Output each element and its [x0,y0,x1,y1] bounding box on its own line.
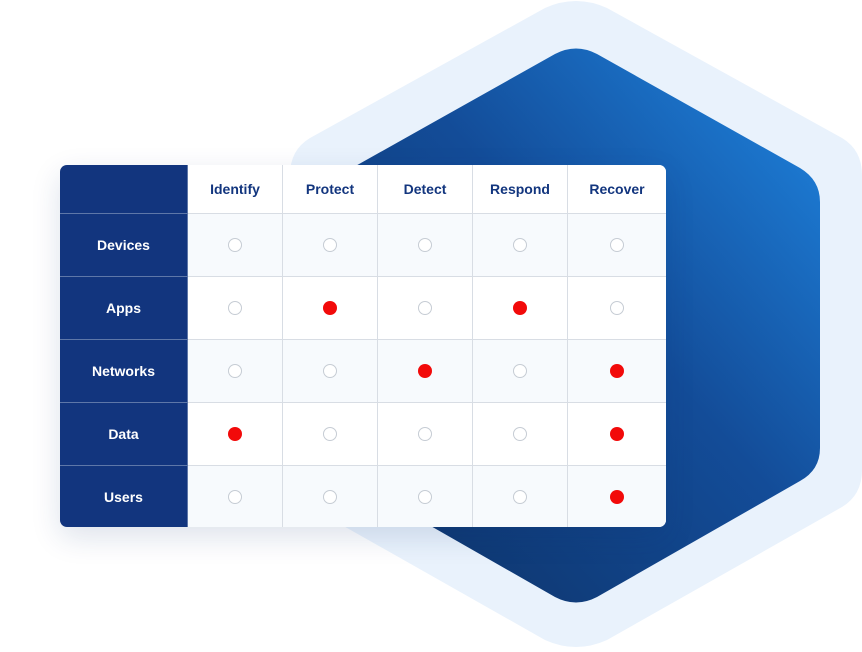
matrix-cell [378,277,473,340]
status-dot-empty [418,489,432,504]
status-dot-empty [418,427,432,441]
matrix-cell [568,466,666,527]
matrix-cell [473,466,568,527]
column-header-recover: Recover [568,165,666,214]
matrix-cell [188,403,283,466]
status-dot-empty [513,238,527,252]
matrix-cell [188,277,283,340]
matrix-cell [568,340,666,403]
matrix-cell [568,403,666,466]
row-header-devices: Devices [60,214,188,277]
status-dot-empty [323,238,337,252]
column-header-respond: Respond [473,165,568,214]
matrix-cell [568,214,666,277]
row-header-users: Users [60,466,188,527]
status-dot-empty [228,489,242,504]
status-dot-marked [610,489,624,504]
status-dot-empty [323,489,337,504]
matrix-cell [188,214,283,277]
matrix-cell [378,214,473,277]
matrix-cell [473,277,568,340]
status-dot-empty [610,238,624,252]
matrix-cell [283,466,378,527]
status-dot-marked [610,427,624,441]
row-header-apps: Apps [60,277,188,340]
status-dot-marked [610,364,624,378]
matrix-cell [473,214,568,277]
matrix-cell [473,403,568,466]
status-dot-marked [323,301,337,315]
row-header-data: Data [60,403,188,466]
status-dot-empty [228,364,242,378]
matrix-cell [378,403,473,466]
status-dot-empty [513,427,527,441]
status-dot-empty [513,364,527,378]
status-dot-marked [418,364,432,378]
status-dot-empty [610,301,624,315]
status-dot-marked [228,427,242,441]
matrix-cell [283,214,378,277]
status-dot-empty [418,301,432,315]
matrix-cell [473,340,568,403]
status-dot-empty [513,489,527,504]
matrix-cell [283,277,378,340]
matrix-corner [60,165,188,214]
status-dot-empty [228,238,242,252]
matrix-cell [188,340,283,403]
matrix-cell [568,277,666,340]
column-header-detect: Detect [378,165,473,214]
row-header-networks: Networks [60,340,188,403]
matrix-cell [188,466,283,527]
matrix-cell [378,466,473,527]
status-dot-empty [323,364,337,378]
status-dot-empty [418,238,432,252]
status-dot-marked [513,301,527,315]
column-header-identify: Identify [188,165,283,214]
matrix-cell [378,340,473,403]
matrix-cell [283,403,378,466]
security-matrix: Identify Protect Detect Respond Recover … [60,165,666,527]
status-dot-empty [228,301,242,315]
matrix-cell [283,340,378,403]
status-dot-empty [323,427,337,441]
column-header-protect: Protect [283,165,378,214]
